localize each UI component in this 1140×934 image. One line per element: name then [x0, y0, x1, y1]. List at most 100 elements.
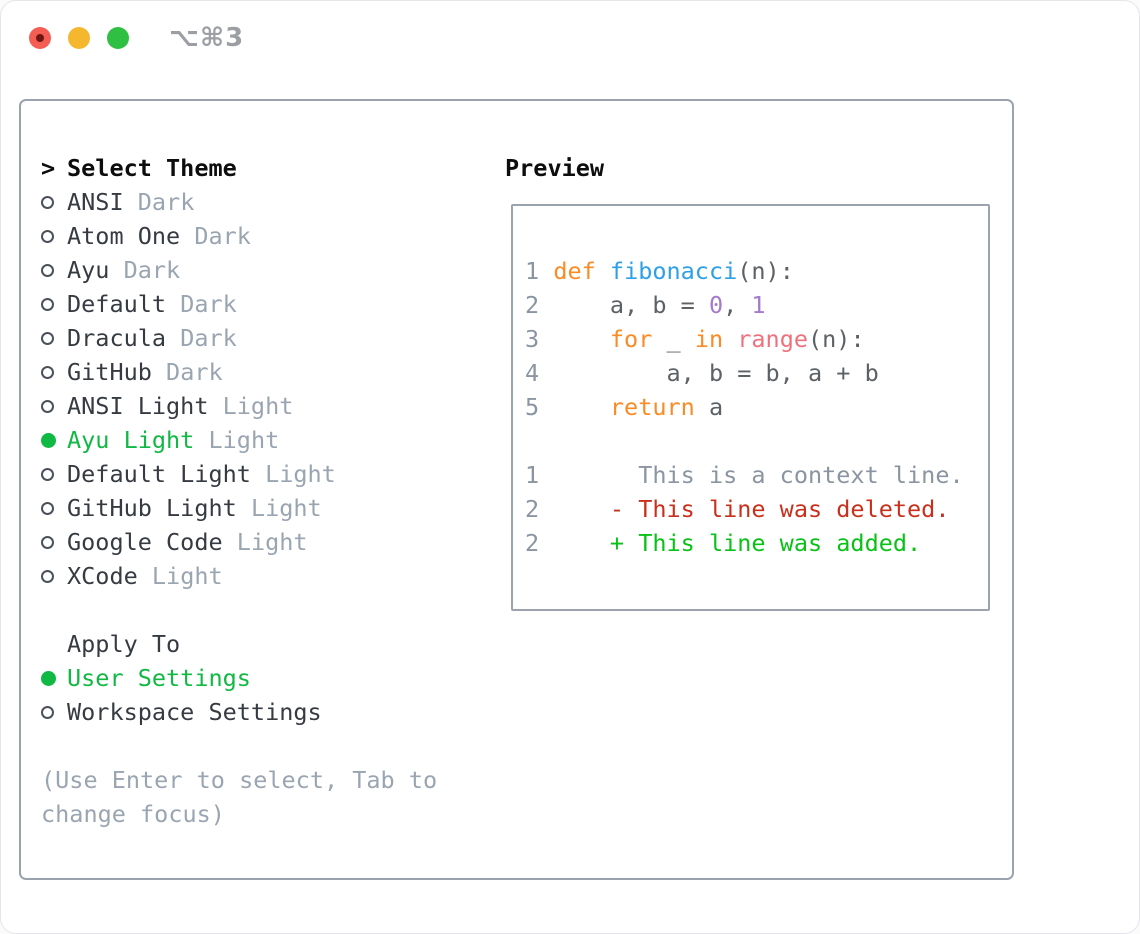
radio-selected-icon [41, 432, 56, 448]
bullet-box [41, 263, 67, 277]
theme-name: Dracula [67, 324, 167, 352]
theme-variant-badge: Dark [166, 358, 223, 386]
theme-name: XCode [67, 562, 138, 590]
code-segment: (n): [737, 257, 794, 285]
apply-to-header: Apply To [67, 630, 181, 658]
bullet-box [41, 195, 67, 209]
theme-option[interactable]: XCode Light [41, 559, 491, 593]
line-number [525, 427, 539, 455]
bullet-box [41, 705, 67, 719]
code-segment: _ [652, 325, 695, 353]
code-segment: , [723, 291, 752, 319]
line-number: 2 [525, 529, 540, 557]
minimize-button[interactable] [68, 27, 90, 49]
theme-name: ANSI Light [67, 392, 209, 420]
apply-to-header-row: Apply To [41, 627, 491, 661]
theme-option[interactable]: Ayu Light Light [41, 423, 491, 457]
code-segment [723, 325, 737, 353]
apply-to-option[interactable]: User Settings [41, 661, 491, 695]
code-segment [553, 393, 610, 421]
theme-option[interactable]: GitHub Light Light [41, 491, 491, 525]
code-segment: return [609, 393, 695, 421]
radio-icon [41, 229, 54, 243]
radio-icon [41, 569, 54, 583]
select-theme-header-row: > Select Theme [41, 151, 491, 185]
bullet-box [41, 670, 67, 686]
line-number: 1 [525, 461, 540, 489]
code-segment [596, 257, 610, 285]
code-segment: This is a context line. [553, 461, 964, 489]
titlebar: ⌥⌘3 [1, 1, 1139, 71]
theme-option[interactable]: Ayu Dark [41, 253, 491, 287]
theme-option[interactable]: GitHub Dark [41, 355, 491, 389]
radio-icon [41, 399, 54, 413]
code-line: 2 - This line was deleted. [525, 492, 988, 526]
apply-to-option[interactable]: Workspace Settings [41, 695, 491, 729]
code-segment: 1 [751, 291, 766, 319]
code-segment: 0 [708, 291, 724, 319]
code-segment: for [609, 325, 653, 353]
theme-name: Ayu [67, 256, 110, 284]
code-blank-line [525, 424, 988, 458]
line-number: 4 [525, 359, 540, 387]
theme-option[interactable]: Google Code Light [41, 525, 491, 559]
code-line: 2 a, b = 0, 1 [525, 288, 988, 322]
theme-variant-badge: Dark [194, 222, 251, 250]
theme-option[interactable]: Default Light Light [41, 457, 491, 491]
code-line: 4 a, b = b, a + b [525, 356, 988, 390]
theme-variant-badge: Dark [137, 188, 195, 216]
spacer [41, 593, 491, 627]
zoom-button[interactable] [107, 27, 129, 49]
hint-text: (Use Enter to select, Tab to change focu… [41, 766, 438, 828]
radio-icon [41, 705, 54, 719]
code-segment: fibonacci [609, 257, 738, 285]
select-theme-header: Select Theme [67, 154, 237, 182]
theme-option[interactable]: Atom One Dark [41, 219, 491, 253]
code-line: 1 This is a context line. [525, 458, 988, 492]
preview-column: Preview 1 def fibonacci(n):2 a, b = 0, 1… [505, 151, 990, 611]
theme-name: Default [67, 290, 167, 318]
radio-icon [41, 467, 54, 481]
radio-selected-icon [41, 670, 56, 686]
theme-variant-badge: Dark [180, 290, 237, 318]
line-number: 2 [525, 291, 540, 319]
bullet-box [41, 399, 67, 413]
theme-name: GitHub Light [67, 494, 237, 522]
line-number: 3 [525, 325, 540, 353]
theme-variant-badge: Light [208, 426, 280, 454]
line-number: 5 [525, 393, 540, 421]
theme-variant-badge: Light [265, 460, 336, 488]
bullet-box [41, 432, 67, 448]
code-segment: def [553, 257, 596, 285]
bullet-box [41, 365, 67, 379]
apply-to-label: Workspace Settings [67, 698, 322, 726]
theme-option[interactable]: Default Dark [41, 287, 491, 321]
code-segment: in [694, 325, 724, 353]
code-segment [553, 325, 610, 353]
code-segment: - This line was deleted. [553, 495, 950, 523]
theme-variant-badge: Light [236, 528, 308, 556]
radio-icon [41, 501, 54, 515]
theme-option[interactable]: ANSI Dark [41, 185, 491, 219]
radio-icon [41, 535, 54, 549]
preview-header: Preview [505, 154, 605, 182]
theme-name: Default Light [67, 460, 251, 488]
modified-indicator-dot [36, 34, 44, 42]
prompt-cursor-icon: > [41, 154, 56, 182]
bullet-box [41, 229, 67, 243]
radio-icon [41, 297, 54, 311]
theme-option[interactable]: Dracula Dark [41, 321, 491, 355]
theme-option[interactable]: ANSI Light Light [41, 389, 491, 423]
close-button[interactable] [29, 27, 51, 49]
line-number: 1 [525, 257, 540, 285]
bullet-box [41, 569, 67, 583]
code-line: 1 def fibonacci(n): [525, 254, 988, 288]
bullet-box [41, 331, 67, 345]
radio-icon [41, 331, 54, 345]
